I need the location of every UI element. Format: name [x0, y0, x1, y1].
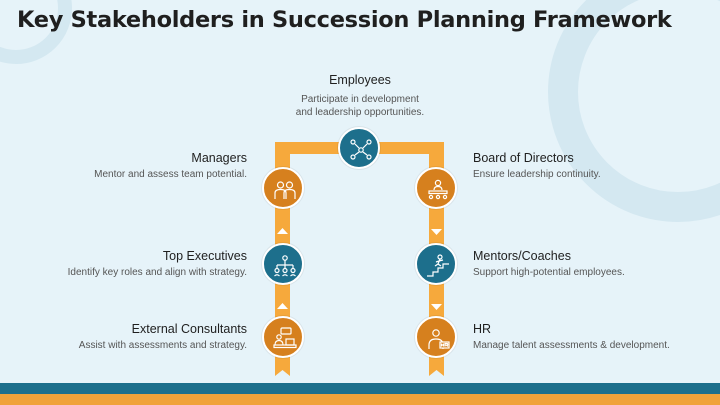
climbing-stairs-icon: [427, 254, 449, 277]
hr-badge: [415, 316, 457, 358]
org-chart-icon: [274, 255, 296, 277]
mentors-title: Mentors/Coaches: [473, 249, 571, 263]
employees-description-line-2: and leadership opportunities.: [295, 107, 425, 118]
footer-band-orange: [0, 394, 720, 405]
consultant-desk-icon: [273, 327, 297, 349]
slide-title: Key Stakeholders in Succession Planning …: [17, 7, 672, 33]
employees-badge: [338, 127, 380, 169]
managers-icon: [274, 181, 296, 199]
hr-person-icon: [428, 329, 450, 349]
board-title: Board of Directors: [473, 151, 574, 165]
mentors-description: Support high-potential employees.: [473, 267, 625, 278]
consultants-badge: [262, 316, 304, 358]
mentors-badge: [415, 243, 457, 285]
managers-badge: [262, 167, 304, 209]
executives-badge: [262, 243, 304, 285]
board-badge: [415, 167, 457, 209]
managers-title: Managers: [191, 151, 247, 165]
board-description: Ensure leadership continuity.: [473, 169, 601, 180]
employees-description-line-1: Participate in development: [301, 94, 419, 105]
hr-title: HR: [473, 322, 492, 336]
employees-title: Employees: [329, 73, 391, 87]
consultants-title: External Consultants: [131, 322, 247, 336]
consultants-description: Assist with assessments and strategy.: [78, 340, 247, 351]
managers-description: Mentor and assess team potential.: [94, 169, 247, 180]
executives-description: Identify key roles and align with strate…: [67, 267, 247, 278]
team-network-icon: [350, 139, 372, 160]
executives-title: Top Executives: [162, 249, 247, 263]
boardroom-icon: [428, 179, 448, 200]
hr-description: Manage talent assessments & development.: [473, 340, 670, 351]
footer-band-teal: [0, 383, 720, 394]
